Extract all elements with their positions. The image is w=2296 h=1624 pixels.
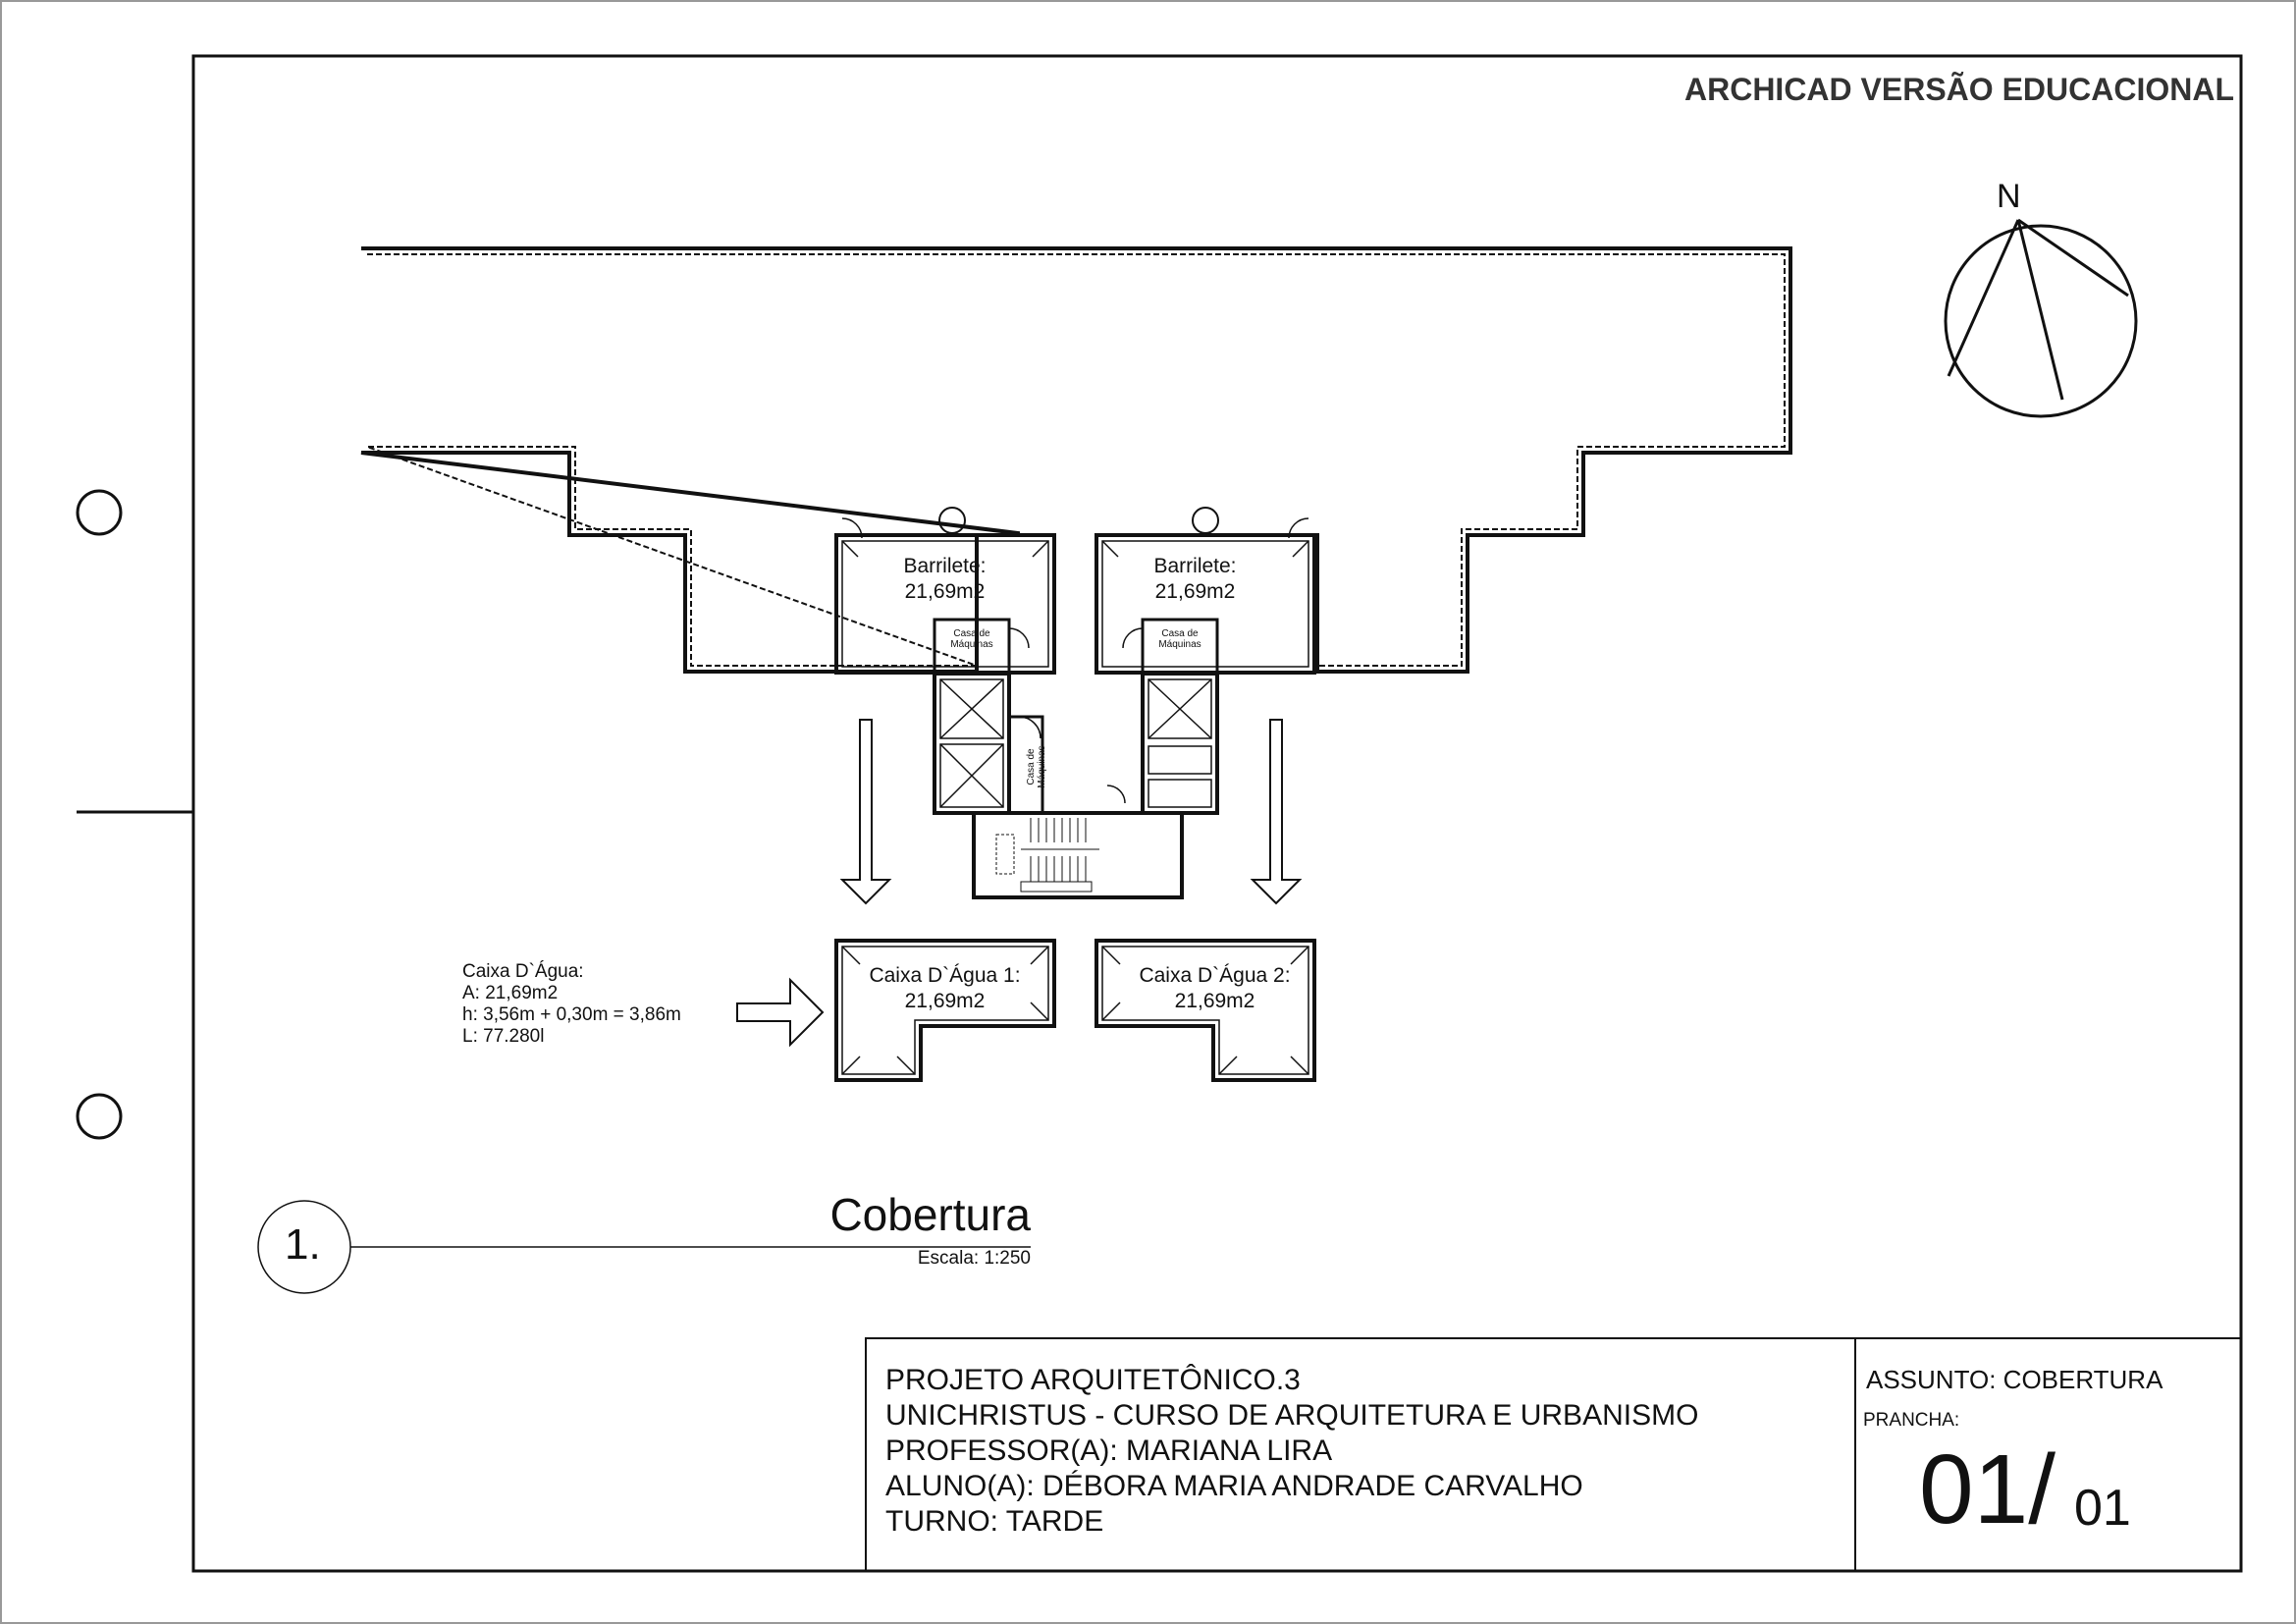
projection-arrow-right [1250,719,1303,905]
water-tank-2 [1095,939,1316,1082]
machine-room-center-label: Casa de Máquinas [1026,732,1047,801]
roof-outline [360,246,1792,674]
machine-room-right-label: Casa de Máquinas [1148,628,1211,650]
drawing-title: Cobertura [829,1189,1031,1240]
core-right [1122,618,1219,815]
room-area: 21,69m2 [1174,990,1255,1012]
water-tank-1 [834,939,1056,1082]
room-area: 21,69m2 [904,580,986,603]
projection-arrow-left [839,719,892,905]
sheet-number: 01/ [1919,1435,2056,1544]
school-name: UNICHRISTUS - CURSO DE ARQUITETURA E URB… [885,1399,1699,1432]
room-name-line2: Máquinas [1037,745,1047,788]
note-height: h: 3,56m + 0,30m = 3,86m [462,1004,681,1025]
drawing-scale: Escala: 1:250 [917,1248,1031,1269]
room-name-line1: Casa de [1026,748,1037,785]
binding-hole-top [76,489,123,536]
student-name: ALUNO(A): DÉBORA MARIA ANDRADE CARVALHO [885,1470,1583,1502]
north-label: N [1997,178,2021,215]
room-name-line1: Casa de [953,628,990,639]
room-name: Caixa D`Água 2: [1139,964,1291,987]
title-block-frame [865,1337,2242,1572]
room-name: Caixa D`Água 1: [869,964,1021,987]
room-name: Barrilete: [903,555,987,577]
note-title: Caixa D`Água: [462,961,584,982]
sheet-subject: ASSUNTO: COBERTURA [1866,1365,2163,1394]
professor-name: PROFESSOR(A): MARIANA LIRA [885,1435,1333,1467]
room-name: Barrilete: [1153,555,1237,577]
drawing-number: 1. [285,1220,321,1269]
note-volume: L: 77.280l [462,1026,545,1047]
room-area: 21,69m2 [904,990,986,1012]
note-area: A: 21,69m2 [462,983,559,1003]
machine-room-left-label: Casa de Máquinas [940,628,1003,650]
educational-watermark: ARCHICAD VERSÃO EDUCACIONAL [1683,72,2234,107]
room-area: 21,69m2 [1154,580,1236,603]
north-arrow [1944,218,2138,418]
water-tank-note: Caixa D`Água: A: 21,69m2 h: 3,56m + 0,30… [462,961,681,1048]
sheet-total: 01 [2074,1480,2131,1537]
drawing-title-marker [257,1200,1031,1294]
binding-hole-bottom [76,1093,123,1140]
room-name-line2: Máquinas [1158,639,1201,650]
barrilete-left-label: Barrilete: 21,69m2 [883,554,1006,605]
title-block-info: PROJETO ARQUITETÔNICO.3 UNICHRISTUS - CU… [885,1363,1698,1540]
water-tank-1-label: Caixa D`Água 1: 21,69m2 [859,963,1031,1014]
project-name: PROJETO ARQUITETÔNICO.3 [885,1364,1301,1396]
water-tank-2-label: Caixa D`Água 2: 21,69m2 [1129,963,1301,1014]
core-center [972,715,1184,899]
room-name-line2: Máquinas [950,639,993,650]
barrilete-right-label: Barrilete: 21,69m2 [1134,554,1256,605]
shift: TURNO: TARDE [885,1505,1104,1538]
note-arrow [736,977,825,1048]
sheet-label: PRANCHA: [1863,1410,1960,1431]
room-name-line1: Casa de [1161,628,1199,639]
